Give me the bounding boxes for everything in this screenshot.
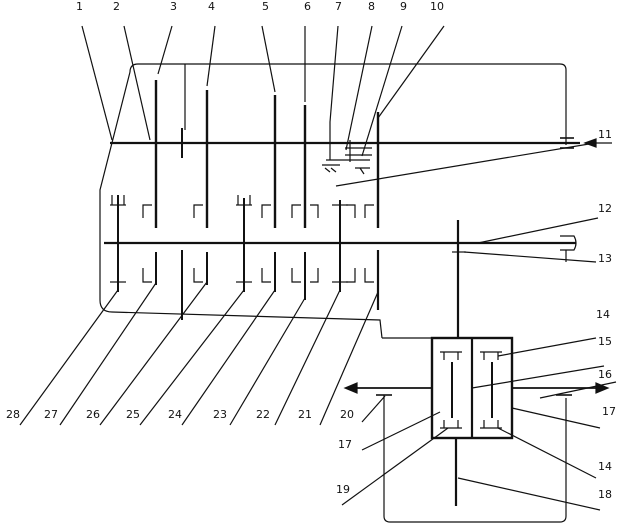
label-22: 22 <box>256 408 270 421</box>
part-labels: 1 2 3 4 5 6 7 8 9 10 11 12 13 14 15 16 1… <box>6 0 616 501</box>
label-8: 8 <box>368 0 375 13</box>
label-3: 3 <box>170 0 177 13</box>
label-27: 27 <box>44 408 58 421</box>
label-25: 25 <box>126 408 140 421</box>
label-14-top: 14 <box>596 308 610 321</box>
label-2: 2 <box>113 0 120 13</box>
input-arrow-head <box>583 138 597 148</box>
output-shaft-end <box>560 235 577 251</box>
label-20: 20 <box>340 408 354 421</box>
label-12: 12 <box>598 202 612 215</box>
brake-pack <box>326 122 372 162</box>
label-26: 26 <box>86 408 100 421</box>
label-1: 1 <box>76 0 83 13</box>
label-28: 28 <box>6 408 20 421</box>
housing-left-wall <box>99 71 383 339</box>
label-16: 16 <box>598 368 612 381</box>
label-17-left: 17 <box>338 438 352 451</box>
label-11: 11 <box>598 128 612 141</box>
label-9: 9 <box>400 0 407 13</box>
label-21: 21 <box>298 408 312 421</box>
label-13: 13 <box>598 252 612 265</box>
label-10: 10 <box>430 0 444 13</box>
label-19: 19 <box>336 483 350 496</box>
label-17-right: 17 <box>602 405 616 418</box>
label-5: 5 <box>262 0 269 13</box>
label-23: 23 <box>213 408 227 421</box>
label-6: 6 <box>304 0 311 13</box>
label-14-bottom: 14 <box>598 460 612 473</box>
housing-outline <box>129 63 567 145</box>
diagram-lines <box>19 25 617 523</box>
label-4: 4 <box>208 0 215 13</box>
label-18: 18 <box>598 488 612 501</box>
lower-housing <box>383 395 567 523</box>
label-7: 7 <box>335 0 342 13</box>
label-24: 24 <box>168 408 182 421</box>
label-15: 15 <box>598 335 612 348</box>
